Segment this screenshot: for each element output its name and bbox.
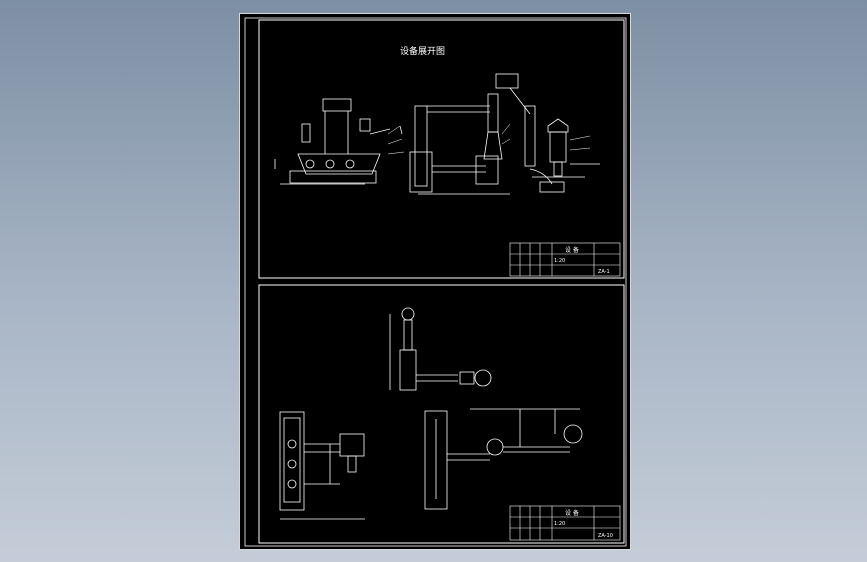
lower-tb-code: ZA-10 [598, 533, 613, 539]
upper-tb-scale: 1:20 [554, 258, 565, 264]
lower-panel-frame [258, 284, 625, 544]
cad-drawing: 设备展开图 设 备 ZA-1 1:20 设 备 ZA-10 1:20 [244, 17, 627, 547]
upper-title: 设备展开图 [400, 45, 445, 57]
upper-panel-frame [258, 19, 625, 279]
upper-tb-code: ZA-1 [598, 269, 610, 275]
lower-machine-left [279, 411, 365, 520]
upper-tb-name: 设 备 [565, 246, 579, 254]
upper-machine-left [274, 98, 391, 185]
lower-machine-top [389, 307, 492, 391]
lower-title-block [509, 505, 621, 541]
sheet-border [244, 17, 627, 547]
lower-tb-name: 设 备 [565, 509, 579, 517]
drawing-sheet[interactable]: 设备展开图 设 备 ZA-1 1:20 设 备 ZA-10 1:20 [239, 13, 631, 550]
upper-leaders [387, 123, 591, 155]
upper-title-block [509, 242, 621, 277]
lower-machine-right [424, 408, 583, 510]
upper-machine-mid [399, 73, 536, 195]
lower-tb-scale: 1:20 [554, 521, 565, 527]
upper-machine-right [529, 118, 600, 193]
